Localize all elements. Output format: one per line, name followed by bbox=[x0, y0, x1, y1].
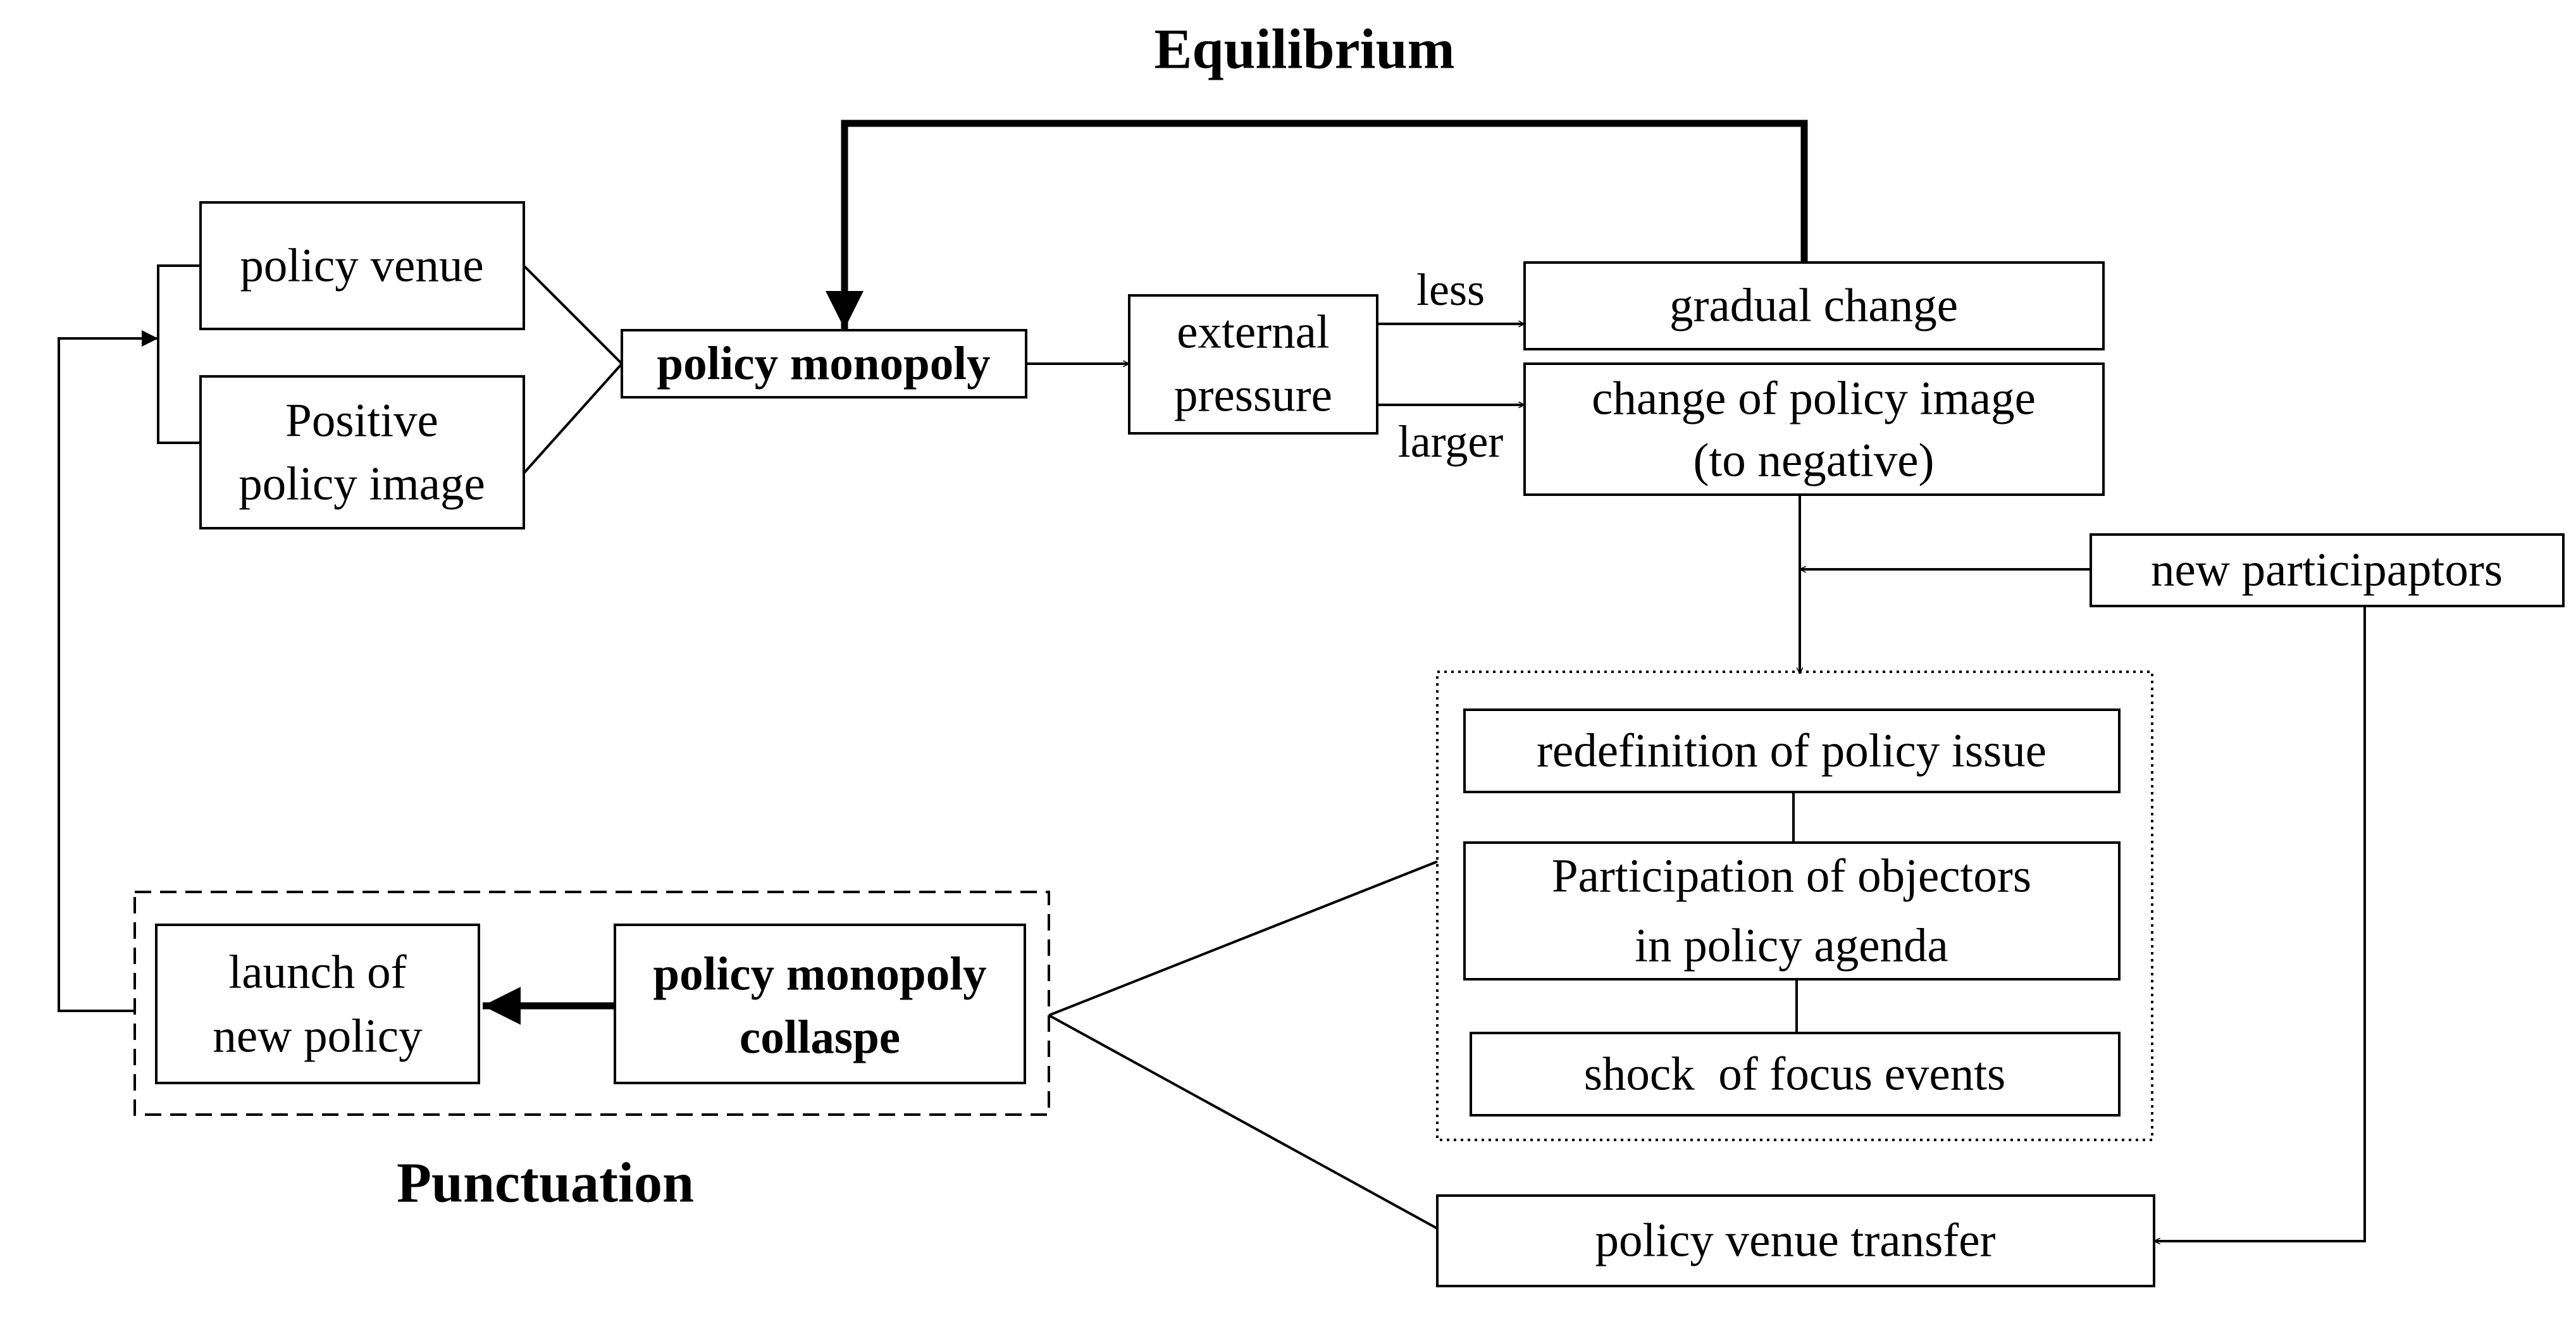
node-policy-venue: policy venue bbox=[199, 201, 525, 330]
participators-to-venue-transfer-arrow bbox=[2154, 606, 2366, 1241]
venue-to-monopoly-line bbox=[523, 264, 623, 365]
gradual-change-label: gradual change bbox=[1669, 280, 1958, 332]
launch-new-policy-label-line2: new policy bbox=[213, 1010, 423, 1063]
launch-new-policy-label-line1: launch of bbox=[228, 946, 406, 999]
node-launch-new-policy: launch of new policy bbox=[155, 924, 480, 1084]
policy-venue-transfer-label: policy venue transfer bbox=[1595, 1215, 1995, 1267]
node-participation-objectors: Participation of objectors in policy age… bbox=[1463, 841, 2121, 981]
node-external-pressure: external pressure bbox=[1128, 294, 1378, 435]
node-policy-venue-transfer: policy venue transfer bbox=[1436, 1194, 2155, 1287]
external-pressure-label-line2: pressure bbox=[1174, 369, 1332, 422]
transfer-to-collapse-line bbox=[1048, 1014, 1438, 1230]
node-gradual-change: gradual change bbox=[1523, 261, 2105, 350]
monopoly-collapse-label-line1: policy monopoly bbox=[653, 948, 986, 1001]
node-positive-policy-image: Positive policy image bbox=[199, 375, 525, 529]
change-policy-image-label-line1: change of policy image bbox=[1592, 373, 2036, 425]
edge-label-larger: larger bbox=[1398, 416, 1504, 467]
punctuation-group bbox=[133, 891, 1050, 1116]
venue-bracket bbox=[157, 264, 201, 444]
group-to-collapse-line bbox=[1048, 860, 1438, 1017]
connectors bbox=[58, 120, 2366, 1241]
image-to-monopoly-line bbox=[523, 362, 623, 474]
positive-policy-image-label-line2: policy image bbox=[238, 458, 485, 510]
participation-objectors-label-line1: Participation of objectors bbox=[1552, 850, 2031, 903]
punctuation-title: Punctuation bbox=[397, 1152, 694, 1215]
punctuation-feedback-arrow bbox=[58, 330, 158, 1012]
node-shock-focus-events: shock of focus events bbox=[1470, 1032, 2121, 1117]
edge-label-less: less bbox=[1416, 264, 1485, 315]
equilibrium-title: Equilibrium bbox=[1154, 18, 1454, 81]
feedback-loop-arrow bbox=[826, 120, 1808, 329]
monopoly-collapse-label-line2: collaspe bbox=[740, 1012, 900, 1064]
node-change-policy-image: change of policy image (to negative) bbox=[1523, 362, 2105, 496]
node-redefinition: redefinition of policy issue bbox=[1463, 708, 2121, 793]
redefinition-label: redefinition of policy issue bbox=[1537, 725, 2047, 777]
node-new-participators: new participaptors bbox=[2090, 533, 2565, 607]
new-participators-label: new participaptors bbox=[2151, 544, 2503, 597]
policy-monopoly-label: policy monopoly bbox=[657, 338, 990, 390]
punctuation-causes-group bbox=[1436, 671, 2153, 1141]
node-monopoly-collapse: policy monopoly collaspe bbox=[614, 924, 1026, 1084]
participation-objectors-label-line2: in policy agenda bbox=[1635, 920, 1948, 972]
policy-venue-label: policy venue bbox=[240, 240, 483, 292]
shock-focus-events-label: shock of focus events bbox=[1584, 1048, 2006, 1101]
node-policy-monopoly: policy monopoly bbox=[621, 329, 1027, 399]
external-pressure-label-line1: external bbox=[1177, 306, 1330, 359]
change-policy-image-label-line2: (to negative) bbox=[1693, 435, 1934, 487]
positive-policy-image-label-line1: Positive bbox=[285, 395, 438, 447]
